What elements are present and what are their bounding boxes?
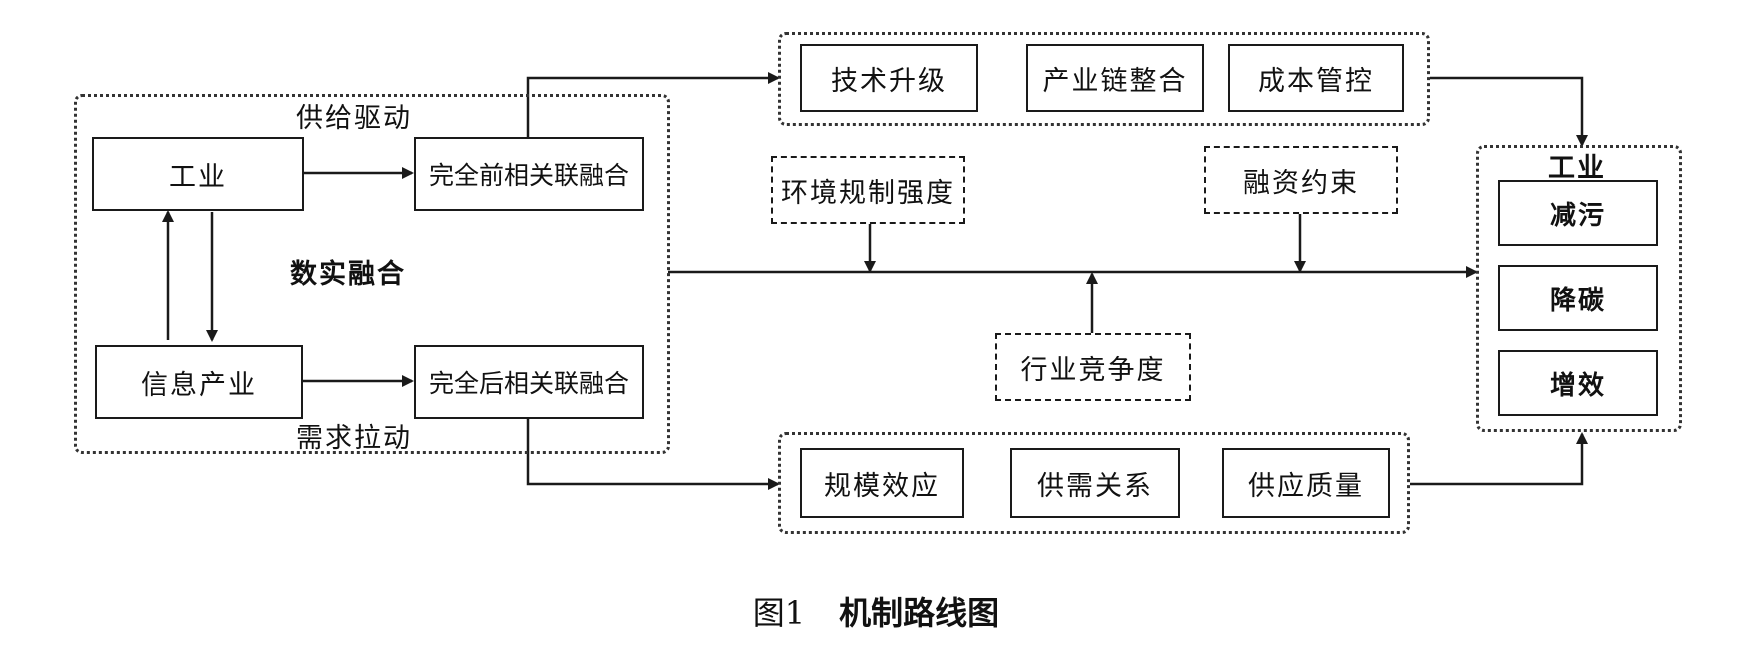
pollution-reduction-box: 减污 (1498, 180, 1658, 246)
forward-fusion-box: 完全前相关联融合 (414, 137, 644, 211)
tech-upgrade-box: 技术升级 (800, 44, 978, 112)
arrow-backward-to-bottom-group (526, 418, 780, 490)
carbon-reduction-box: 降碳 (1498, 265, 1658, 331)
industry-competition-box: 行业竞争度 (995, 333, 1191, 401)
digital-real-fusion-label: 数实融合 (290, 259, 406, 290)
arrow-bottom-group-to-outcome (1410, 432, 1588, 486)
top-group-frame (778, 32, 1430, 126)
bottom-group-frame (778, 432, 1410, 534)
outcome-title: 工业 (1548, 153, 1606, 184)
supply-demand-box: 供需关系 (1010, 448, 1180, 518)
backward-fusion-box: 完全后相关联融合 (414, 345, 644, 419)
figure-title: 机制路线图 (839, 594, 1000, 632)
cost-control-box: 成本管控 (1228, 44, 1404, 112)
supply-quality-box: 供应质量 (1222, 448, 1390, 518)
industry-box: 工业 (92, 137, 304, 211)
demand-pull-label: 需求拉动 (296, 423, 412, 454)
arrow-forward-to-top-group (526, 72, 780, 137)
arrow-top-group-to-outcome (1430, 76, 1588, 147)
info-industry-box: 信息产业 (95, 345, 303, 419)
efficiency-increase-box: 增效 (1498, 350, 1658, 416)
figure-caption: 图1 机制路线图 (0, 588, 1752, 634)
outcome-group-frame (1476, 145, 1682, 432)
financing-constraint-box: 融资约束 (1204, 146, 1398, 214)
environmental-regulation-box: 环境规制强度 (771, 156, 965, 224)
figure-number: 图1 (752, 594, 806, 632)
scale-effect-box: 规模效应 (800, 448, 964, 518)
left-group-frame (74, 94, 670, 454)
industry-chain-integration-box: 产业链整合 (1026, 44, 1204, 112)
supply-driven-label: 供给驱动 (296, 103, 412, 134)
